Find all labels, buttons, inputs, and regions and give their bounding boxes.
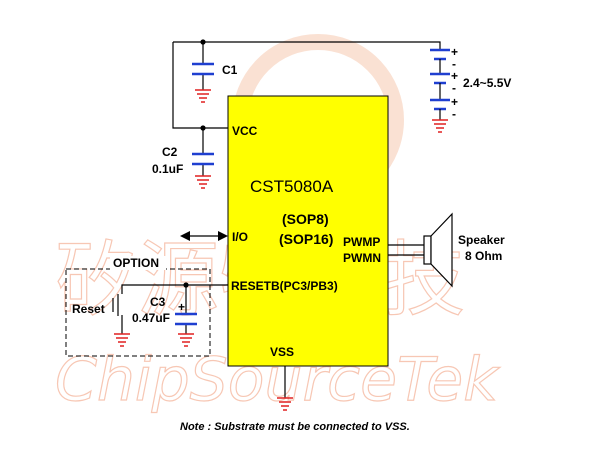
reset-wiring — [121, 282, 228, 334]
pin-pwmp-label: PWMP — [343, 235, 380, 249]
battery-minus-1: - — [452, 57, 456, 71]
speaker-label: Speaker — [458, 233, 505, 247]
battery-minus-2: - — [452, 81, 456, 95]
c2-name: C2 — [162, 145, 178, 159]
reset-label: Reset — [72, 302, 105, 316]
battery-plus-1: + — [451, 45, 458, 59]
power-wiring — [172, 39, 441, 176]
c3-plus: + — [178, 300, 185, 314]
ground-c1 — [195, 89, 211, 103]
c1-label: C1 — [222, 63, 238, 77]
speaker-icon — [388, 212, 453, 288]
battery-plus-2: + — [451, 69, 458, 83]
pin-vss-label: VSS — [270, 345, 294, 359]
ic-chip-body — [227, 95, 389, 367]
capacitor-c2: C2 0.1uF — [152, 145, 214, 176]
pin-vcc-label: VCC — [232, 124, 258, 138]
pin-io-label: I/O — [232, 230, 248, 244]
capacitor-c1: C1 — [192, 62, 238, 77]
io-arrow-icon — [180, 231, 228, 241]
pin-resetb-label: RESETB(PC3/PB3) — [231, 279, 338, 293]
chip-name: CST5080A — [250, 177, 334, 196]
package-sop16: (SOP16) — [279, 231, 333, 247]
battery-stack: + - + - + - 2.4~5.5V — [430, 45, 511, 121]
pin-pwmn-label: PWMN — [343, 251, 381, 265]
capacitor-c3: + C3 0.47uF — [132, 295, 197, 326]
battery-plus-3: + — [451, 95, 458, 109]
c2-value: 0.1uF — [152, 162, 183, 176]
ground-c2 — [195, 175, 211, 189]
battery-minus-3: - — [452, 107, 456, 121]
c3-value: 0.47uF — [132, 311, 170, 325]
reset-button-icon — [112, 294, 119, 316]
ground-c3 — [178, 333, 194, 347]
ground-battery — [432, 119, 448, 133]
package-sop8: (SOP8) — [282, 211, 329, 227]
speaker-impedance: 8 Ohm — [465, 249, 502, 263]
ground-vss — [277, 397, 293, 411]
option-label-bg — [110, 256, 166, 270]
substrate-note: Note : Substrate must be connected to VS… — [180, 421, 410, 433]
c3-name: C3 — [150, 295, 166, 309]
battery-voltage-label: 2.4~5.5V — [463, 76, 511, 90]
ground-reset — [114, 333, 130, 347]
option-label: OPTION — [113, 256, 159, 270]
